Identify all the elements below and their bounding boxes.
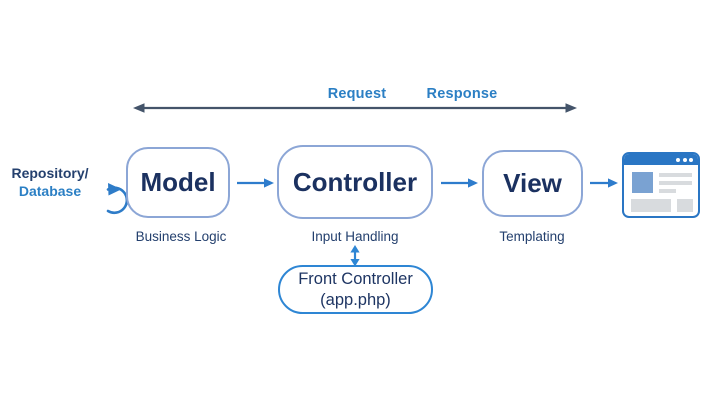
repository-label: Repository/ <box>11 165 89 181</box>
front-controller-node: Front Controller (app.php) <box>278 265 433 314</box>
repository-database-label: Repository/ Database <box>8 164 92 200</box>
request-label: Request <box>327 86 387 102</box>
controller-frontcontroller-arrow <box>350 245 360 267</box>
view-sublabel: Templating <box>499 229 565 244</box>
model-node-label: Model <box>140 167 216 197</box>
request-response-span-arrow <box>133 103 577 113</box>
controller-node: Controller <box>277 145 433 219</box>
front-controller-label: Front Controller <box>298 270 413 289</box>
browser-dot-icon <box>676 157 680 162</box>
controller-sublabel: Input Handling <box>311 229 399 244</box>
browser-dot-icon <box>689 157 693 162</box>
browser-text-line <box>659 189 676 193</box>
browser-content-block <box>631 199 671 212</box>
browser-image-placeholder <box>632 172 653 193</box>
browser-dot-icon <box>682 157 687 162</box>
model-to-controller-arrow <box>237 178 274 188</box>
view-node-label: View <box>503 168 562 198</box>
browser-text-line <box>659 181 692 185</box>
database-label: Database <box>18 183 82 200</box>
circular-arrow-icon <box>106 183 129 215</box>
browser-text-line <box>659 173 692 177</box>
browser-content-block <box>677 199 693 212</box>
controller-to-view-arrow <box>441 178 478 188</box>
front-controller-filename: (app.php) <box>320 290 391 309</box>
browser-titlebar <box>624 154 698 165</box>
response-label: Response <box>426 86 498 102</box>
view-node: View <box>482 150 583 217</box>
browser-window-icon <box>622 152 700 218</box>
controller-node-label: Controller <box>292 166 418 197</box>
view-to-browser-arrow <box>590 178 618 188</box>
model-node: Model <box>126 147 230 218</box>
model-sublabel: Business Logic <box>135 229 227 244</box>
